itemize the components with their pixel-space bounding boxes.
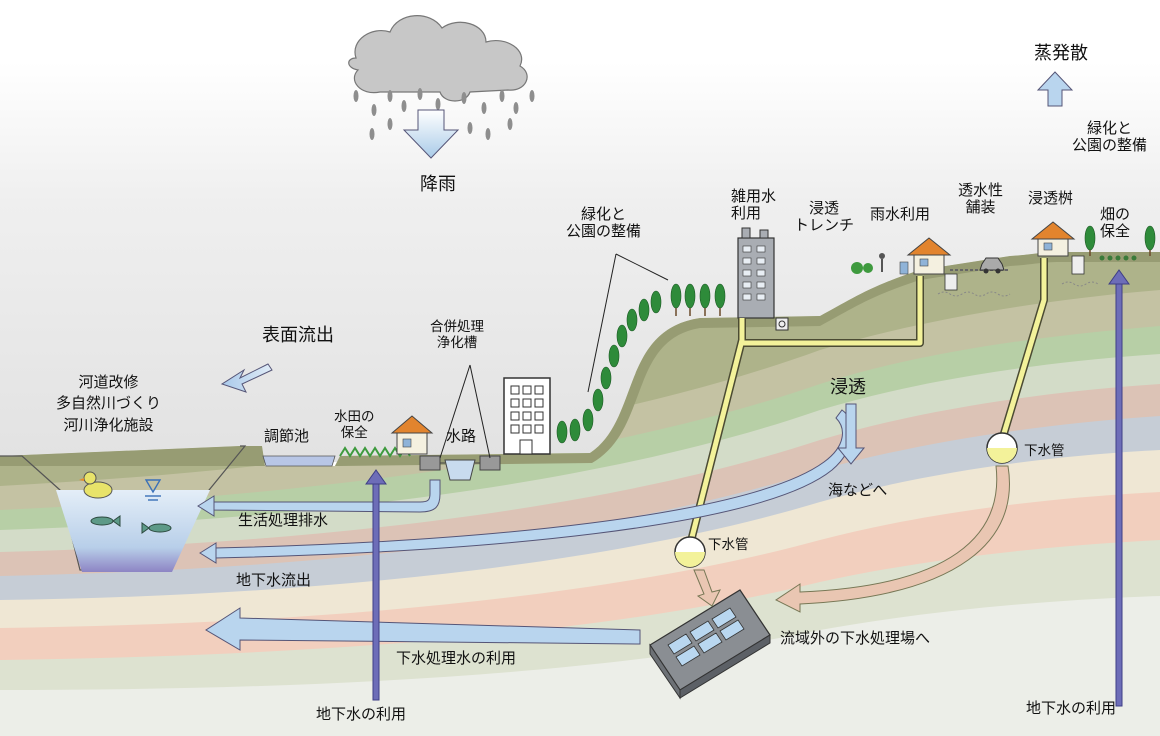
johkasou-label: 合併処理 浄化槽 <box>430 319 484 351</box>
misc-water-line-2: 利用 <box>731 204 762 223</box>
field <box>1099 255 1137 261</box>
cloud <box>348 15 528 102</box>
paddy-line-1: 水田の <box>334 409 375 425</box>
sewer-pipes-fill <box>687 258 1047 546</box>
river-works-label: 河道改修 多自然川づくり 河川浄化施設 <box>56 373 162 434</box>
treated-sewage-arrow-icon <box>205 607 641 651</box>
greening-left-line-2: 公園の整備 <box>566 222 642 241</box>
greening-line-1: 緑化と <box>1087 119 1133 137</box>
trees <box>556 225 1156 444</box>
groundwater-outflow-label: 地下水流出 <box>236 571 312 589</box>
groundwater-use-arrows <box>365 269 1130 707</box>
domestic-arrow-head-icon <box>197 495 215 517</box>
pavement-line-1: 透水性 <box>958 181 1004 199</box>
infiltration-down-arrow-icon <box>836 403 866 465</box>
misc-water-line-1: 雑用水 <box>731 187 777 205</box>
tall-building <box>737 227 775 319</box>
field-preservation-label: 畑の 保全 <box>1100 205 1131 241</box>
infiltration-label: 浸透 <box>830 377 866 398</box>
to-sea-label: 海などへ <box>828 481 888 499</box>
river-works-line-2: 多自然川づくり <box>56 394 162 413</box>
groundwater-outflow-arrow-icon <box>214 409 853 559</box>
johkasou-line-1: 合併処理 <box>430 319 484 335</box>
waterway-label: 水路 <box>446 427 477 445</box>
surface-runoff-label: 表面流出 <box>262 325 334 346</box>
groundwater-use-center-label: 地下水の利用 <box>316 705 407 723</box>
paddy-preservation-label: 水田の 保全 <box>334 409 375 441</box>
evapotranspiration-arrow-icon <box>1036 71 1074 107</box>
infiltration-trench-label: 浸透 トレンチ <box>794 199 855 235</box>
permeable-pavement <box>937 257 1011 297</box>
fish-icon <box>90 515 172 534</box>
infiltration-basin-house <box>1030 221 1099 287</box>
house-icon <box>390 415 434 455</box>
domestic-wastewater-label: 生活処理排水 <box>238 511 329 529</box>
sewer-pipe-section-center <box>674 536 706 568</box>
pavement-line-2: 舗装 <box>965 198 996 217</box>
greening-label-left: 緑化と 公園の整備 <box>566 205 642 241</box>
johkasou-line-2: 浄化槽 <box>436 334 478 351</box>
field-line-2: 保全 <box>1100 222 1131 241</box>
retention-pond <box>262 455 336 467</box>
sewage-treatment-plant <box>649 589 771 700</box>
groundwater-outflow-head-icon <box>199 542 217 564</box>
rain-drops <box>353 88 535 140</box>
surface-runoff-arrow-icon <box>220 363 273 393</box>
greening-left-line-1: 緑化と <box>581 205 627 223</box>
river-works-line-3: 河川浄化施設 <box>63 415 154 434</box>
permeable-pavement-label: 透水性 舗装 <box>958 181 1004 217</box>
sewer-pipe-center-label: 下水管 <box>708 537 749 553</box>
to-plant-arrow-icon <box>693 569 721 607</box>
tree-trunks <box>675 250 1151 316</box>
waterway <box>419 455 501 481</box>
rainwater-house <box>851 237 952 275</box>
paddy-line-2: 保全 <box>340 424 368 441</box>
infiltration-basin-label: 浸透桝 <box>1028 189 1074 207</box>
rain-label: 降雨 <box>420 174 456 195</box>
river-works-line-1: 河道改修 <box>78 373 139 391</box>
duck-icon <box>79 471 113 499</box>
trench-line-2: トレンチ <box>794 216 855 235</box>
miscellaneous-water-label: 雑用水 利用 <box>731 187 777 223</box>
field-line-1: 畑の <box>1100 205 1131 223</box>
infiltration-trench <box>775 317 789 331</box>
ground-strata <box>0 252 1160 736</box>
trench-line-1: 浸透 <box>809 199 840 217</box>
treated-sewage-use-label: 下水処理水の利用 <box>396 649 517 667</box>
water-level-icon <box>144 479 162 501</box>
rain-arrow-icon <box>402 109 460 159</box>
office-building <box>503 377 551 455</box>
infiltration-arrow-icon <box>211 479 441 513</box>
sewer-pipe-section-right <box>986 432 1018 464</box>
greening-line-2: 公園の整備 <box>1072 136 1148 155</box>
rainwater-use-label: 雨水利用 <box>870 205 931 223</box>
evapotranspiration-label: 蒸発散 <box>1034 43 1088 64</box>
retention-pond-label: 調節池 <box>264 427 310 445</box>
groundwater-use-right-label: 地下水の利用 <box>1026 699 1117 717</box>
greening-label-right: 緑化と 公園の整備 <box>1072 119 1148 155</box>
to-outside-plant-label: 流域外の下水処理場へ <box>780 629 931 647</box>
sewer-pipe-right-label: 下水管 <box>1024 443 1065 459</box>
to-outside-plant-arrow-icon <box>775 465 1010 613</box>
river-water <box>56 490 210 572</box>
label-pointer-lines <box>439 253 669 459</box>
